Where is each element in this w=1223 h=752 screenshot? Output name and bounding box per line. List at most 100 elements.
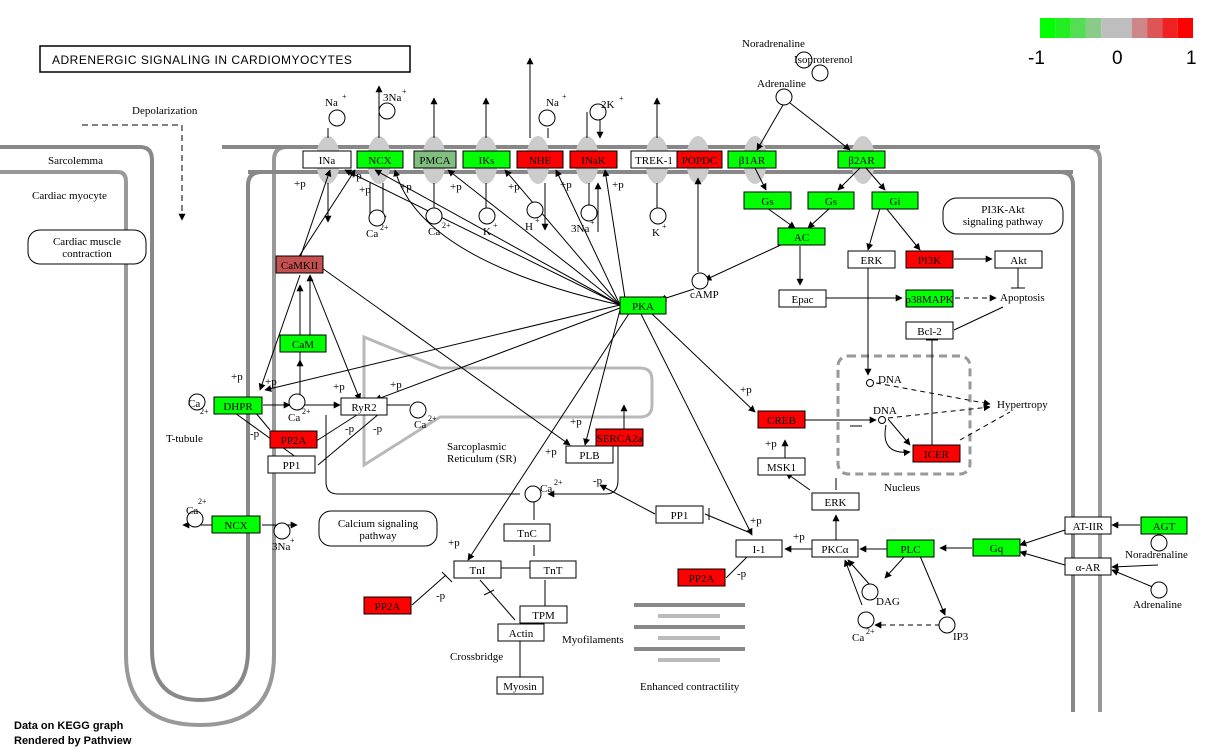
gene-box[interactable] [886, 539, 935, 558]
gene-node-plb[interactable]: PLB [565, 445, 614, 464]
gene-node-bcl2[interactable]: Bcl-2 [905, 321, 954, 340]
gene-node-gs1[interactable]: Gs [743, 191, 792, 210]
gene-node-agt[interactable]: AGT [1140, 516, 1188, 535]
gene-node-pka[interactable]: PKA [619, 296, 667, 315]
gene-box[interactable] [275, 255, 324, 274]
gene-box[interactable] [519, 605, 568, 624]
gene-node-camk2[interactable]: CaMKII [275, 255, 324, 274]
gene-node-serca[interactable]: SERCA2a [595, 428, 644, 447]
gene-node-gs2[interactable]: Gs [807, 191, 855, 210]
gene-box[interactable] [496, 676, 544, 695]
gene-box[interactable] [1064, 516, 1112, 535]
gene-node-nhe[interactable]: NHE [516, 150, 564, 169]
gene-node-b2ar[interactable]: β2AR [837, 150, 886, 169]
gene-box[interactable] [279, 334, 327, 353]
gene-box[interactable] [267, 455, 316, 474]
gene-node-dhpr[interactable]: DHPR [213, 396, 263, 415]
gene-box[interactable] [356, 150, 404, 169]
gene-box[interactable] [569, 150, 618, 169]
gene-box[interactable] [871, 191, 919, 210]
gene-box[interactable] [905, 289, 954, 308]
gene-box[interactable] [363, 596, 412, 615]
gene-node-pkca[interactable]: PKCα [811, 539, 859, 558]
gene-node-ina[interactable]: INa [302, 150, 352, 169]
gene-node-ryr2[interactable]: RyR2 [340, 397, 388, 416]
gene-node-trek1[interactable]: TREK-1 [630, 150, 678, 169]
gene-box[interactable] [462, 150, 511, 169]
gene-node-at2r[interactable]: AT-IIR [1064, 516, 1112, 535]
gene-node-pp2a_3[interactable]: PP2A [677, 568, 726, 587]
gene-box[interactable] [811, 492, 860, 511]
gene-box[interactable] [727, 150, 777, 169]
gene-box[interactable] [905, 321, 954, 340]
gene-node-gq[interactable]: Gq [972, 538, 1021, 557]
gene-node-p38[interactable]: p38MAPK [905, 289, 954, 308]
gene-box[interactable] [529, 560, 577, 579]
gene-box[interactable] [211, 515, 261, 534]
gene-box[interactable] [595, 428, 644, 447]
gene-box[interactable] [777, 227, 826, 246]
gene-box[interactable] [905, 250, 954, 269]
gene-box[interactable] [676, 150, 723, 169]
gene-node-creb[interactable]: CREB [757, 410, 806, 429]
gene-node-b1ar[interactable]: β1AR [727, 150, 777, 169]
gene-box[interactable] [972, 538, 1021, 557]
gene-node-msk1[interactable]: MSK1 [757, 457, 806, 476]
gene-node-icer[interactable]: ICER [912, 444, 961, 463]
gene-node-tpm[interactable]: TPM [519, 605, 568, 624]
gene-box[interactable] [497, 623, 545, 642]
gene-node-actin[interactable]: Actin [497, 623, 545, 642]
gene-node-erk_bot[interactable]: ERK [811, 492, 860, 511]
gene-box[interactable] [516, 150, 564, 169]
gene-node-pp1_2[interactable]: PP1 [655, 505, 704, 524]
gene-node-plc[interactable]: PLC [886, 539, 935, 558]
gene-node-iks[interactable]: IKs [462, 150, 511, 169]
gene-node-ac[interactable]: AC [777, 227, 826, 246]
gene-box[interactable] [655, 505, 704, 524]
gene-box[interactable] [213, 396, 263, 415]
gene-box[interactable] [453, 560, 502, 579]
gene-box[interactable] [807, 191, 855, 210]
gene-node-tni[interactable]: TnI [453, 560, 502, 579]
gene-box[interactable] [757, 457, 806, 476]
gene-box[interactable] [340, 397, 388, 416]
gene-box[interactable] [302, 150, 352, 169]
gene-box[interactable] [413, 150, 457, 169]
gene-node-cam[interactable]: CaM [279, 334, 327, 353]
gene-box[interactable] [757, 410, 806, 429]
gene-box[interactable] [837, 150, 886, 169]
gene-node-gi[interactable]: Gi [871, 191, 919, 210]
gene-node-tnt[interactable]: TnT [529, 560, 577, 579]
gene-node-pmca[interactable]: PMCA [413, 150, 457, 169]
gene-box[interactable] [1140, 516, 1188, 535]
gene-node-erk_top[interactable]: ERK [847, 250, 896, 269]
gene-node-ncx_top[interactable]: NCX [356, 150, 404, 169]
gene-box[interactable] [735, 539, 783, 558]
gene-box[interactable] [811, 539, 859, 558]
gene-node-aar[interactable]: α-AR [1064, 557, 1112, 576]
gene-box[interactable] [619, 296, 667, 315]
gene-node-i1[interactable]: I-1 [735, 539, 783, 558]
gene-box[interactable] [677, 568, 726, 587]
gene-node-pp2a_1[interactable]: PP2A [269, 430, 318, 449]
gene-node-epac[interactable]: Epac [778, 289, 827, 308]
gene-node-pp2a_2[interactable]: PP2A [363, 596, 412, 615]
gene-box[interactable] [778, 289, 827, 308]
gene-node-tnc[interactable]: TnC [503, 523, 551, 542]
gene-node-popdc[interactable]: POPDC [676, 150, 723, 169]
gene-box[interactable] [565, 445, 614, 464]
gene-box[interactable] [847, 250, 896, 269]
gene-box[interactable] [503, 523, 551, 542]
gene-box[interactable] [269, 430, 318, 449]
gene-node-pp1_1[interactable]: PP1 [267, 455, 316, 474]
gene-box[interactable] [1064, 557, 1112, 576]
gene-node-myosin[interactable]: Myosin [496, 676, 544, 695]
gene-box[interactable] [912, 444, 961, 463]
gene-node-ncx_bot[interactable]: NCX [211, 515, 261, 534]
gene-node-akt[interactable]: Akt [994, 250, 1043, 269]
gene-box[interactable] [743, 191, 792, 210]
gene-label: CaM [292, 339, 314, 351]
gene-box[interactable] [994, 250, 1043, 269]
gene-node-inak[interactable]: INaK [569, 150, 618, 169]
gene-node-pi3k[interactable]: PI3K [905, 250, 954, 269]
